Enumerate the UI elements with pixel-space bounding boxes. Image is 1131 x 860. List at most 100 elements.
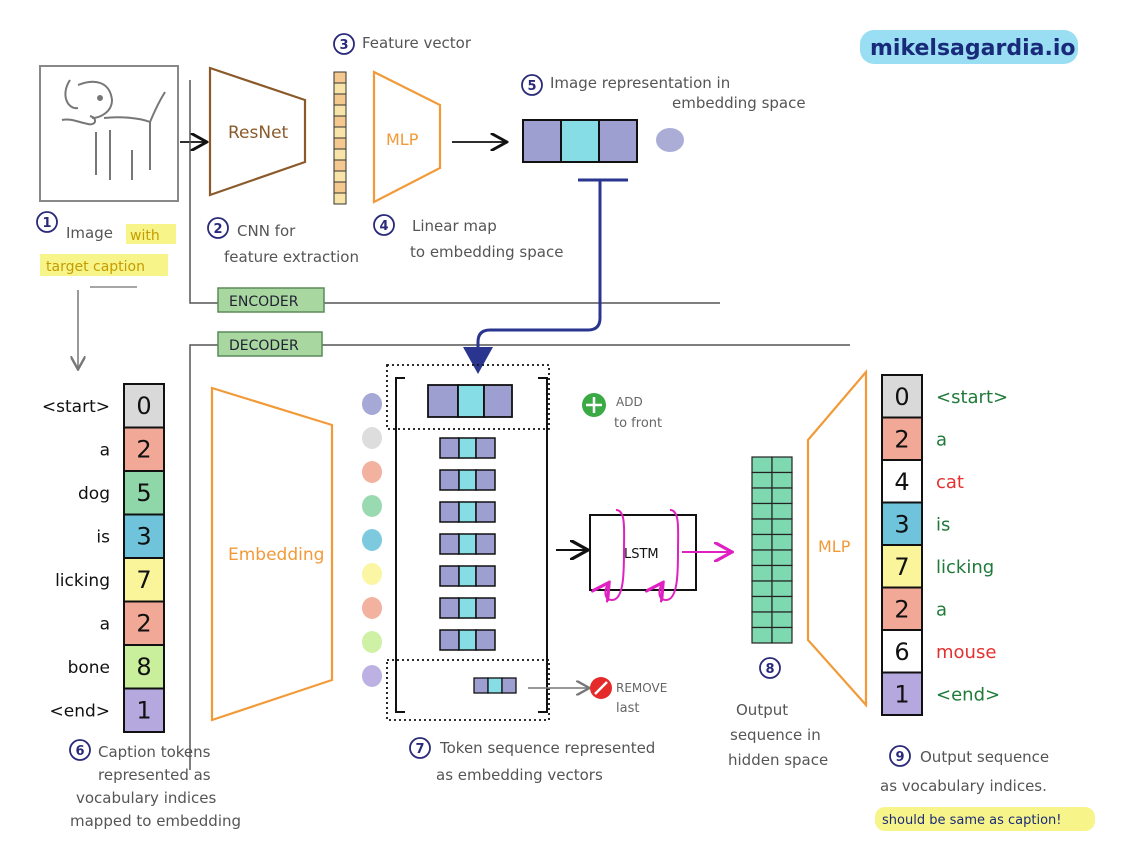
step-9-highlight-text: should be same as caption! xyxy=(882,813,1061,828)
step-7-number: 7 xyxy=(415,742,424,757)
image-embedding-blob xyxy=(656,128,684,152)
add-plus-glyph xyxy=(586,397,602,413)
input-token-index: 8 xyxy=(136,653,151,681)
output-caption-word: <start> xyxy=(936,387,1008,408)
step-2-line1: CNN for xyxy=(237,222,296,240)
step-9-badge xyxy=(889,745,911,767)
add-front-region xyxy=(386,364,550,430)
input-token-index: 2 xyxy=(136,436,151,464)
sequence-row-cell xyxy=(439,565,460,587)
sequence-row-cell xyxy=(475,501,496,523)
output-caption-word: licking xyxy=(936,557,994,578)
step-9-number: 9 xyxy=(895,750,904,765)
input-caption-word: licking xyxy=(55,571,110,591)
input-caption-word: dog xyxy=(78,484,110,504)
embedding-color-blob xyxy=(362,393,382,415)
output-caption-word: a xyxy=(936,600,947,621)
sequence-row-cell xyxy=(439,501,460,523)
image-embedding-vector xyxy=(522,119,638,163)
feature-vector xyxy=(333,71,347,205)
output-token-index: 1 xyxy=(894,681,909,709)
decoder-frame xyxy=(189,344,850,770)
input-caption-word: bone xyxy=(68,658,110,678)
remove-label-1: REMOVE xyxy=(616,681,667,695)
embedding-color-blob xyxy=(362,597,382,619)
sequence-row-cell xyxy=(475,437,496,459)
input-token-cell xyxy=(123,687,165,733)
sequence-right-bracket xyxy=(538,377,548,713)
step-6-line4: mapped to embedding xyxy=(70,812,241,830)
sequence-row-cell xyxy=(458,597,477,619)
output-token-index: 4 xyxy=(894,468,909,496)
embedding-color-blob xyxy=(362,631,382,653)
hidden-sequence-cell xyxy=(751,533,773,551)
input-token-index: 5 xyxy=(136,479,151,507)
mlp-output-block xyxy=(806,369,868,708)
hidden-sequence-cell xyxy=(771,626,793,644)
output-token-index: 0 xyxy=(894,383,909,411)
sequence-last-embedding xyxy=(473,677,517,694)
remove-slash-glyph xyxy=(594,681,608,695)
hidden-sequence-cell xyxy=(771,611,793,629)
sequence-row-cell xyxy=(458,469,477,491)
mlp-output-label: MLP xyxy=(818,537,851,556)
sequence-row-cell xyxy=(439,533,460,555)
hidden-sequence-cell xyxy=(771,471,793,489)
step-1-highlight-1 xyxy=(126,224,176,244)
sequence-row-cell xyxy=(439,469,460,491)
mlp-encoder-label: MLP xyxy=(386,130,419,149)
feature-vector-cell xyxy=(333,137,347,150)
input-token-cell xyxy=(123,383,165,429)
step-1-highlight1-text: with xyxy=(130,228,160,244)
sequence-row-cell xyxy=(475,469,496,491)
brand-highlight xyxy=(860,30,1078,64)
brand-label[interactable]: mikelsagardia.io xyxy=(870,36,1076,61)
encoder-frame xyxy=(189,80,720,304)
image-frame xyxy=(39,65,179,202)
hidden-sequence-cell xyxy=(771,580,793,598)
input-caption-word: <end> xyxy=(49,702,110,722)
feature-vector-cell xyxy=(333,159,347,172)
embedding-to-decoder-arrow xyxy=(463,180,602,374)
step-4-number: 4 xyxy=(379,219,388,234)
resnet-label: ResNet xyxy=(228,123,289,143)
step-2-number: 2 xyxy=(213,222,222,237)
embedding-color-blobs xyxy=(362,393,382,687)
step-1-label: Image xyxy=(66,224,113,242)
embedding-color-blob xyxy=(362,563,382,585)
hidden-sequence-cell xyxy=(771,564,793,582)
add-label-1: ADD xyxy=(616,395,643,409)
hidden-sequence-cell xyxy=(771,502,793,520)
sequence-row-cell xyxy=(458,565,477,587)
step-5-number: 5 xyxy=(527,79,536,94)
step-8-line3: hidden space xyxy=(728,751,828,769)
hidden-sequence-cell xyxy=(771,456,793,474)
hidden-sequence-cell xyxy=(771,549,793,567)
step-1-badge xyxy=(36,211,58,233)
step-9-line1: Output sequence xyxy=(920,748,1049,766)
hidden-sequence-cell xyxy=(751,595,773,613)
hidden-sequence-vector xyxy=(751,456,793,644)
encoder-tag xyxy=(217,287,325,313)
resnet-block xyxy=(208,66,307,197)
step-3-label: Feature vector xyxy=(362,34,472,52)
step-7-badge xyxy=(409,737,431,759)
step-7-line1: Token sequence represented xyxy=(439,739,655,757)
sequence-left-bracket xyxy=(395,377,405,713)
feature-vector-cell xyxy=(333,93,347,106)
lstm-recurrence-left xyxy=(605,509,626,600)
sequence-first-embedding xyxy=(427,384,513,418)
output-token-cell xyxy=(881,501,923,546)
feature-vector-cell xyxy=(333,71,347,84)
feature-vector-cell xyxy=(333,170,347,183)
embedding-color-blob xyxy=(362,461,382,483)
feature-vector-cell xyxy=(333,181,347,194)
output-token-cell xyxy=(881,629,923,674)
input-caption-word: a xyxy=(100,441,110,461)
sequence-row-cell xyxy=(475,629,496,651)
lstm-label: LSTM xyxy=(624,547,659,562)
encoder-tag-label: ENCODER xyxy=(229,294,299,310)
feature-vector-cell xyxy=(333,104,347,117)
